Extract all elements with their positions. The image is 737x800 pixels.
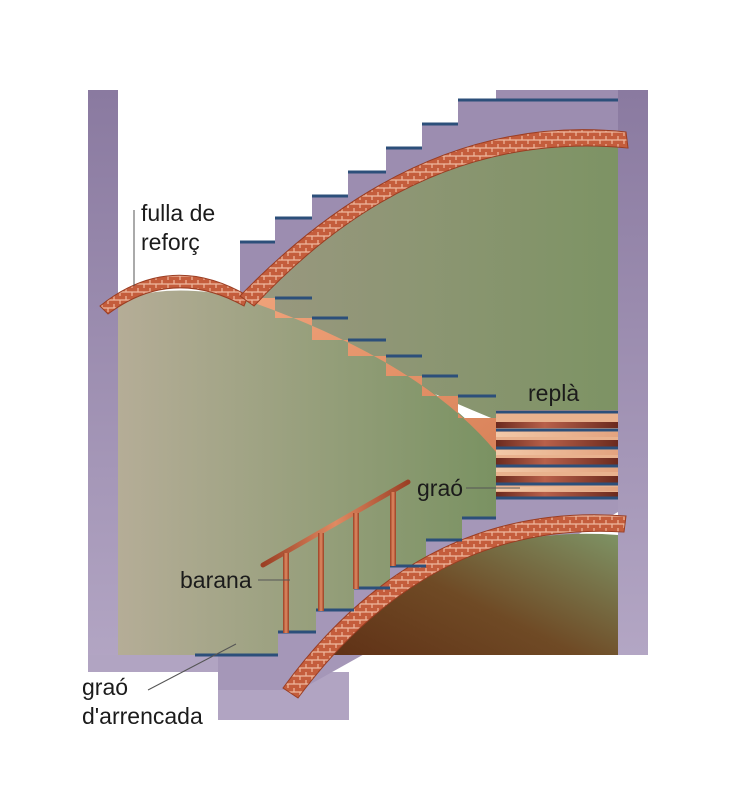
label-grao-arrencada-line1: graó bbox=[82, 674, 128, 700]
label-grao: graó bbox=[417, 475, 463, 501]
upper-brick-vault bbox=[239, 129, 629, 307]
leader-grao-arrencada bbox=[147, 643, 237, 691]
step-nosings bbox=[195, 98, 618, 657]
label-fulla-de-reforc-line2: reforç bbox=[141, 229, 200, 255]
main-wall-fill bbox=[118, 290, 496, 655]
upper-vault-fill bbox=[248, 144, 618, 498]
handrail-barana bbox=[260, 479, 411, 633]
lower-vault-fill bbox=[300, 533, 618, 690]
label-fulla-de-reforc-line1: fulla de bbox=[141, 200, 215, 226]
label-grao-arrencada-line2: d'arrencada bbox=[82, 703, 203, 729]
label-barana: barana bbox=[180, 567, 252, 593]
label-repla: replà bbox=[528, 380, 579, 406]
reinforcement-brick-arch-left bbox=[99, 274, 249, 315]
